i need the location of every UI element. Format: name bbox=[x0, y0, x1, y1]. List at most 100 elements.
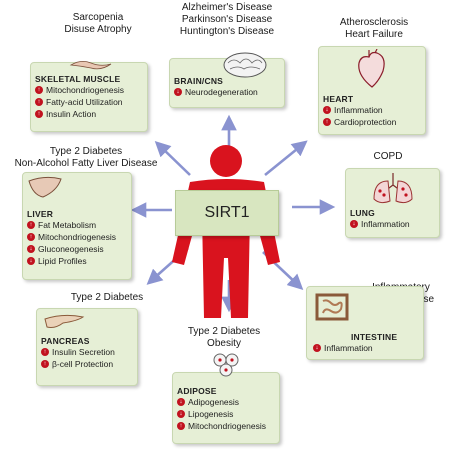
disease-label: Atherosclerosis bbox=[339, 17, 409, 28]
disease-label: Type 2 Diabetes bbox=[187, 326, 261, 337]
lung-icon bbox=[373, 173, 413, 204]
liver-box: LIVER ↑Fat Metabolism ↑Mitochondriogenes… bbox=[22, 172, 132, 280]
effect-item: ↓Adipogenesis bbox=[177, 396, 275, 408]
effect-item: ↑Insulin Secretion bbox=[41, 346, 133, 358]
effect-label: Cardioprotection bbox=[334, 117, 397, 127]
brain-diseases: Alzheimer's Disease Parkinson's Disease … bbox=[168, 2, 286, 38]
arrow-up-icon: ↑ bbox=[27, 233, 35, 241]
intestine-box: INTESTINE ↓Inflammation bbox=[306, 286, 424, 360]
effect-label: Insulin Secretion bbox=[52, 347, 115, 357]
liver-diseases: Type 2 Diabetes Non-Alcohol Fatty Liver … bbox=[8, 146, 164, 170]
intestine-icon bbox=[315, 293, 349, 321]
effect-label: Inflammation bbox=[334, 105, 383, 115]
effect-label: Lipogenesis bbox=[188, 409, 234, 419]
disease-label: Type 2 Diabetes bbox=[49, 146, 123, 157]
sirt1-center-box: SIRT1 bbox=[175, 190, 279, 236]
effect-label: Adipogenesis bbox=[188, 397, 240, 407]
box-title: PANCREAS bbox=[41, 336, 90, 346]
adipose-icon bbox=[213, 353, 239, 377]
arrow-up-icon: ↑ bbox=[27, 221, 35, 229]
box-title: BRAIN/CNS bbox=[174, 76, 224, 86]
disease-label: Obesity bbox=[207, 338, 241, 349]
disease-label: Parkinson's Disease bbox=[181, 14, 273, 25]
pancreas-icon bbox=[44, 314, 85, 328]
effect-item: ↓Inflammation bbox=[323, 104, 421, 116]
effect-label: Fat Metabolism bbox=[38, 220, 97, 230]
arrow-to-heart bbox=[264, 140, 308, 177]
effect-item: ↓Lipid Profiles bbox=[27, 255, 127, 267]
adipose-diseases: Type 2 Diabetes Obesity bbox=[178, 326, 270, 350]
effect-label: Mitochondriogenesis bbox=[46, 85, 124, 95]
arrow-down-icon: ↓ bbox=[174, 88, 182, 96]
skeletal-muscle-box: SKELETAL MUSCLE ↑Mitochondriogenesis ↑Fa… bbox=[30, 61, 148, 132]
effect-item: ↑Mitochondriogenesis bbox=[35, 84, 143, 96]
arrow-up-icon: ↑ bbox=[35, 86, 43, 94]
effect-item: ↑Mitochondriogenesis bbox=[177, 420, 275, 432]
arrow-down-icon: ↓ bbox=[177, 398, 185, 406]
effect-label: Fatty-acid Utilization bbox=[46, 97, 123, 107]
effect-label: Lipid Profiles bbox=[38, 256, 87, 266]
effect-label: Insulin Action bbox=[46, 109, 97, 119]
effect-item: ↑Mitochondriogenesis bbox=[27, 231, 127, 243]
arrow-up-icon: ↑ bbox=[177, 422, 185, 430]
disease-label: Heart Failure bbox=[345, 29, 403, 40]
heart-diseases: Atherosclerosis Heart Failure bbox=[329, 17, 419, 41]
lung-box: LUNG ↓Inflammation bbox=[345, 168, 440, 238]
lung-diseases: COPD bbox=[366, 151, 410, 163]
arrow-down-icon: ↓ bbox=[27, 245, 35, 253]
effect-label: Mitochondriogenesis bbox=[38, 232, 116, 242]
disease-label: Alzheimer's Disease bbox=[181, 2, 273, 13]
muscle-icon bbox=[69, 61, 112, 70]
effect-item: ↑Fat Metabolism bbox=[27, 219, 127, 231]
effect-label: Mitochondriogenesis bbox=[188, 421, 266, 431]
disease-label: Huntington's Disease bbox=[179, 26, 275, 37]
effect-item: ↓Gluconeogenesis bbox=[27, 243, 127, 255]
effect-item: ↓Neurodegeneration bbox=[174, 86, 280, 98]
effect-item: ↑Fatty-acid Utilization bbox=[35, 96, 143, 108]
arrow-down-icon: ↓ bbox=[177, 410, 185, 418]
pancreas-box: PANCREAS ↑Insulin Secretion ↑β-cell Prot… bbox=[36, 308, 138, 386]
box-title: HEART bbox=[323, 94, 354, 104]
box-title: INTESTINE bbox=[351, 332, 398, 342]
box-title: LUNG bbox=[350, 208, 375, 218]
arrow-down-icon: ↓ bbox=[350, 220, 358, 228]
pancreas-diseases: Type 2 Diabetes bbox=[64, 292, 150, 304]
disease-label: Disuse Atrophy bbox=[64, 24, 132, 35]
effect-item: ↓Lipogenesis bbox=[177, 408, 275, 420]
arrow-up-icon: ↑ bbox=[35, 98, 43, 106]
disease-label: Type 2 Diabetes bbox=[70, 292, 144, 303]
arrow-up-icon: ↑ bbox=[41, 360, 49, 368]
disease-label: Sarcopenia bbox=[72, 12, 124, 23]
effect-item: ↑β-cell Protection bbox=[41, 358, 133, 370]
arrow-up-icon: ↑ bbox=[41, 348, 49, 356]
adipose-box: ADIPOSE ↓Adipogenesis ↓Lipogenesis ↑Mito… bbox=[172, 353, 280, 444]
effect-item: ↓Inflammation bbox=[313, 342, 419, 354]
effect-label: β-cell Protection bbox=[52, 359, 114, 369]
arrow-down-icon: ↓ bbox=[313, 344, 321, 352]
disease-label: COPD bbox=[373, 151, 403, 162]
effect-label: Neurodegeneration bbox=[185, 87, 258, 97]
arrow-down-icon: ↓ bbox=[27, 257, 35, 265]
effect-item: ↓Inflammation bbox=[350, 218, 435, 230]
heart-icon bbox=[358, 49, 385, 88]
effect-item: ↑Insulin Action bbox=[35, 108, 143, 120]
box-title: LIVER bbox=[27, 209, 54, 219]
effect-label: Gluconeogenesis bbox=[38, 244, 104, 254]
liver-icon bbox=[28, 176, 62, 198]
arrow-up-icon: ↑ bbox=[323, 118, 331, 126]
brain-icon bbox=[223, 52, 267, 78]
muscle-diseases: Sarcopenia Disuse Atrophy bbox=[57, 12, 139, 36]
brain-box: BRAIN/CNS ↓Neurodegeneration bbox=[169, 52, 285, 108]
arrow-up-icon: ↑ bbox=[35, 110, 43, 118]
box-title: SKELETAL MUSCLE bbox=[35, 74, 121, 84]
box-title: ADIPOSE bbox=[177, 386, 217, 396]
disease-label: Non-Alcohol Fatty Liver Disease bbox=[14, 158, 158, 169]
arrow-down-icon: ↓ bbox=[323, 106, 331, 114]
effect-item: ↑Cardioprotection bbox=[323, 116, 421, 128]
sirt1-label: SIRT1 bbox=[204, 204, 250, 221]
arrow-to-muscle bbox=[154, 140, 191, 176]
effect-label: Inflammation bbox=[324, 343, 373, 353]
heart-box: HEART ↓Inflammation ↑Cardioprotection bbox=[318, 46, 426, 135]
effect-label: Inflammation bbox=[361, 219, 410, 229]
